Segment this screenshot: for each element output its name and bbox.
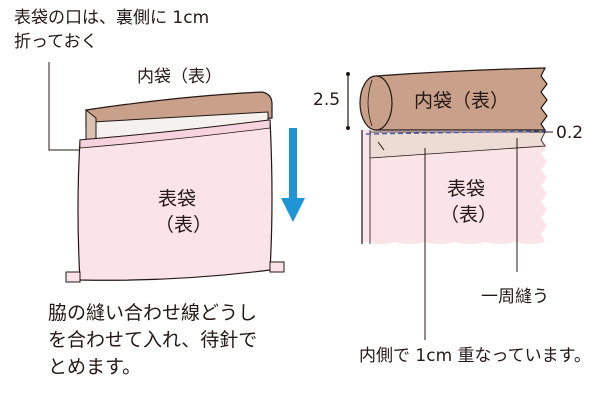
left-outer-bag-label-line2: （表）: [155, 214, 213, 236]
right-inner-bag: [375, 67, 548, 131]
overlap-note: 内側で 1cm 重なっています。: [359, 346, 591, 366]
right-inner-bag-label: 内袋（表）: [414, 90, 510, 112]
left-note-line-1: 脇の縫い合わせ線どうし: [48, 302, 258, 324]
insert-arrow-icon: [281, 128, 305, 222]
dimension-label: 2.5: [313, 90, 341, 110]
offset-label: 0.2: [556, 123, 584, 143]
stitch-label: 一周縫う: [481, 287, 549, 307]
left-seam-tab-left: [65, 271, 81, 283]
overlap-tick: [377, 141, 385, 151]
instruction-line-1: 表袋の口は、裏側に 1cm: [14, 8, 210, 28]
right-outer-bag-label-line2: （表）: [440, 204, 498, 226]
dimension-bracket: [346, 72, 350, 130]
right-rolled-edge-inner: [367, 79, 373, 127]
right-outer-bag-label-line1: 表袋: [447, 178, 486, 200]
left-fold-leader: [48, 62, 80, 151]
left-outer-bag-label-line1: 表袋: [158, 188, 197, 210]
left-inner-bag-label: 内袋（表）: [137, 67, 222, 87]
left-note-line-3: とめます。: [48, 356, 142, 378]
right-rolled-edge: [359, 75, 393, 131]
left-note-line-2: を合わせて入れ、待針で: [48, 329, 258, 351]
left-outer-fold: [79, 119, 271, 149]
stitch-line: [365, 130, 547, 135]
instruction-line-2: 折っておく: [14, 32, 98, 52]
right-outer-bag: [362, 130, 547, 244]
right-lining-band: [369, 131, 546, 159]
left-seam-tab-right: [269, 261, 285, 273]
left-figure: [48, 62, 305, 283]
right-figure: [346, 67, 553, 340]
